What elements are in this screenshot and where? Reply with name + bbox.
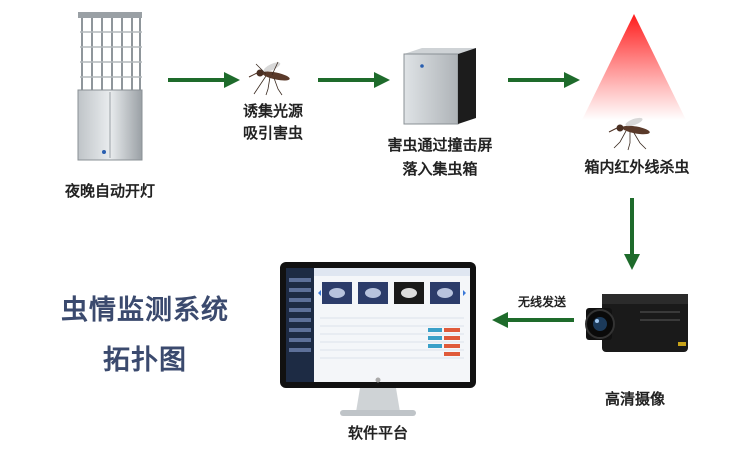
wireless-label: 无线发送 [517,295,566,309]
insect-trap-device-image [77,12,143,161]
mosquito-icon [248,61,290,96]
collection-box-image [403,48,476,125]
collect-label-line1: 害虫通过撞击屏 [387,136,493,154]
diagram-title-line2: 拓扑图 [103,345,187,376]
hd-camera-image [585,294,688,352]
flow-arrow-left [492,312,574,328]
infrared-label: 箱内红外线杀虫 [584,158,690,176]
flow-arrow-down [624,198,640,270]
software-label: 软件平台 [347,424,408,442]
flow-arrow-2 [318,72,390,88]
diagram-title-line1: 虫情监测系统 [61,295,229,326]
infrared-beam-image [582,14,686,120]
collect-label-line2: 落入集虫箱 [402,160,478,178]
lure-label-line1: 诱集光源 [242,102,303,120]
lure-label-line2: 吸引害虫 [242,124,303,142]
camera-label: 高清摄像 [604,390,665,408]
software-monitor-image [280,262,476,416]
mosquito-icon [608,117,650,151]
flow-arrow-1 [168,72,240,88]
flow-arrow-3 [508,72,580,88]
trap-light-label: 夜晚自动开灯 [64,182,155,200]
